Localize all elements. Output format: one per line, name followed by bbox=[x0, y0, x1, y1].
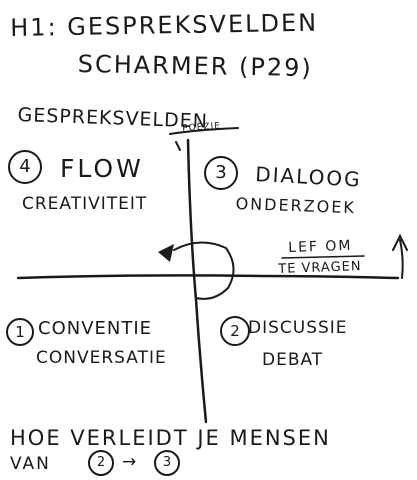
quadrant-4-sub: CREATIVITEIT bbox=[22, 194, 148, 214]
quadrant-4-number-circle: 4 bbox=[8, 150, 42, 184]
quadrant-2-sub: DEBAT bbox=[262, 350, 324, 370]
quadrant-1-name: CONVENTIE bbox=[38, 318, 153, 339]
middle-note-line-1: LEF OM bbox=[288, 237, 353, 256]
quadrant-1-number-circle: 1 bbox=[6, 318, 34, 346]
heading-line-1: H1: GESPREKSVELDEN bbox=[10, 8, 319, 42]
upward-arrow bbox=[399, 239, 404, 279]
horizontal-axis bbox=[16, 274, 400, 280]
quadrant-3-number-circle: 3 bbox=[204, 156, 238, 190]
vertical-axis bbox=[186, 138, 208, 424]
center-curve-arrowhead bbox=[158, 244, 174, 262]
right-arrow-icon: → bbox=[122, 452, 137, 472]
quadrant-1-sub: CONVERSATIE bbox=[36, 348, 167, 368]
quadrant-2-number-circle: 2 bbox=[220, 316, 250, 346]
bottom-question: HOE VERLEIDT JE MENSEN bbox=[10, 426, 331, 450]
bottom-to-number-circle: 3 bbox=[154, 450, 180, 476]
bottom-van: VAN bbox=[10, 454, 51, 474]
bottom-from-number-circle: 2 bbox=[88, 450, 114, 476]
title-underline bbox=[169, 127, 239, 135]
upward-arrowhead bbox=[392, 233, 408, 251]
heading-line-2: SCHARMER (P29) bbox=[77, 50, 314, 83]
poezie-tick bbox=[175, 141, 181, 151]
center-curve-arrow bbox=[173, 241, 235, 300]
quadrant-4-name: FLOW bbox=[60, 154, 144, 183]
middle-note-line-2: TE VRAGEN bbox=[278, 259, 362, 277]
middle-note-underline bbox=[281, 255, 365, 259]
quadrant-2-name: DISCUSSIE bbox=[248, 318, 348, 338]
